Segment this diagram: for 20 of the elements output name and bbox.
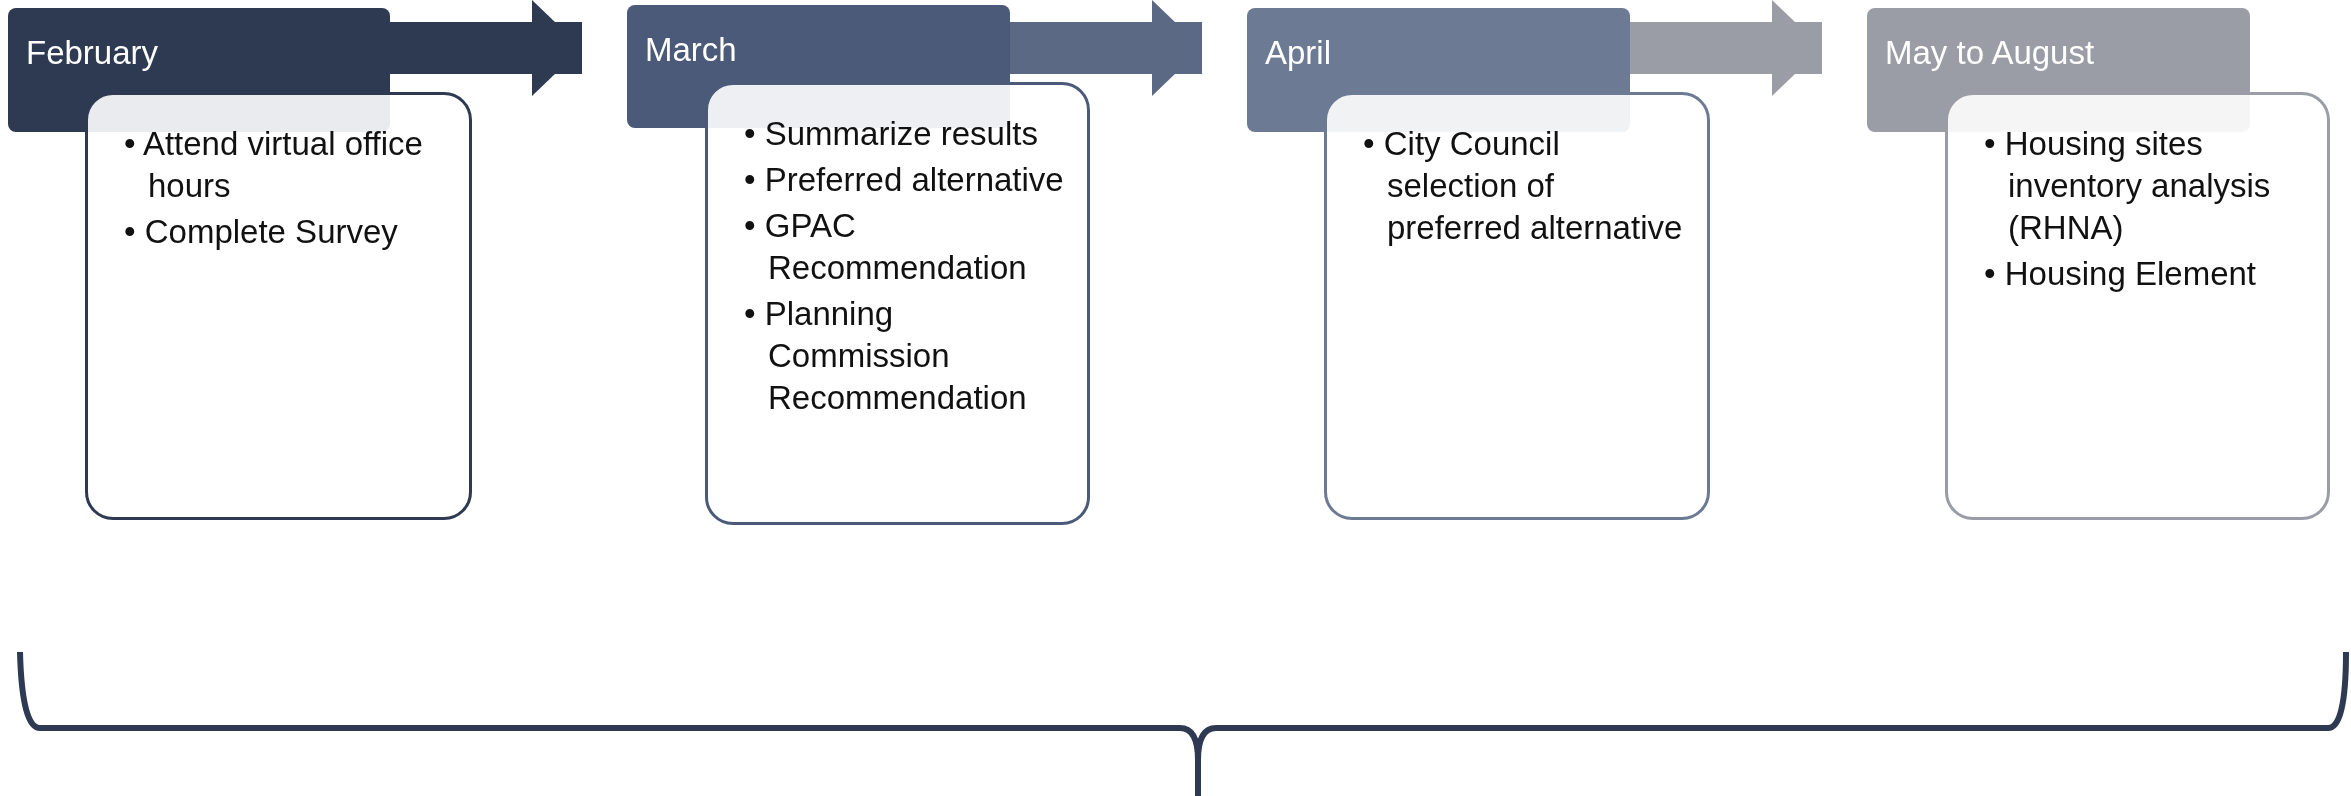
bullet-item: • Planning Commission Recommendation xyxy=(744,294,1028,418)
bullet-item: • Preferred alternative xyxy=(744,160,1065,200)
month-label: March xyxy=(645,31,737,69)
month-label: April xyxy=(1265,34,1332,72)
bullet-item: • Housing sites inventory analysis (RHNA) xyxy=(1984,124,2272,248)
block-arrow xyxy=(1630,0,1822,96)
bullet-item: • Housing Element xyxy=(1984,254,2258,294)
task-card xyxy=(1324,92,1710,520)
bullet-item: • Complete Survey xyxy=(124,212,399,252)
block-arrow xyxy=(390,0,582,96)
bullet-item: • Summarize results xyxy=(744,114,1039,154)
month-label: May to August xyxy=(1885,34,2095,72)
bullet-item: • City Council selection of preferred alternative xyxy=(1363,124,1684,248)
bullet-item: • GPAC Recommendation xyxy=(744,206,1028,288)
task-card xyxy=(1945,92,2330,520)
block-arrow xyxy=(1010,0,1202,96)
task-card xyxy=(705,82,1090,525)
bullet-item: • Attend virtual office hours xyxy=(124,124,424,206)
task-card xyxy=(85,92,472,520)
month-label: February xyxy=(26,34,159,72)
